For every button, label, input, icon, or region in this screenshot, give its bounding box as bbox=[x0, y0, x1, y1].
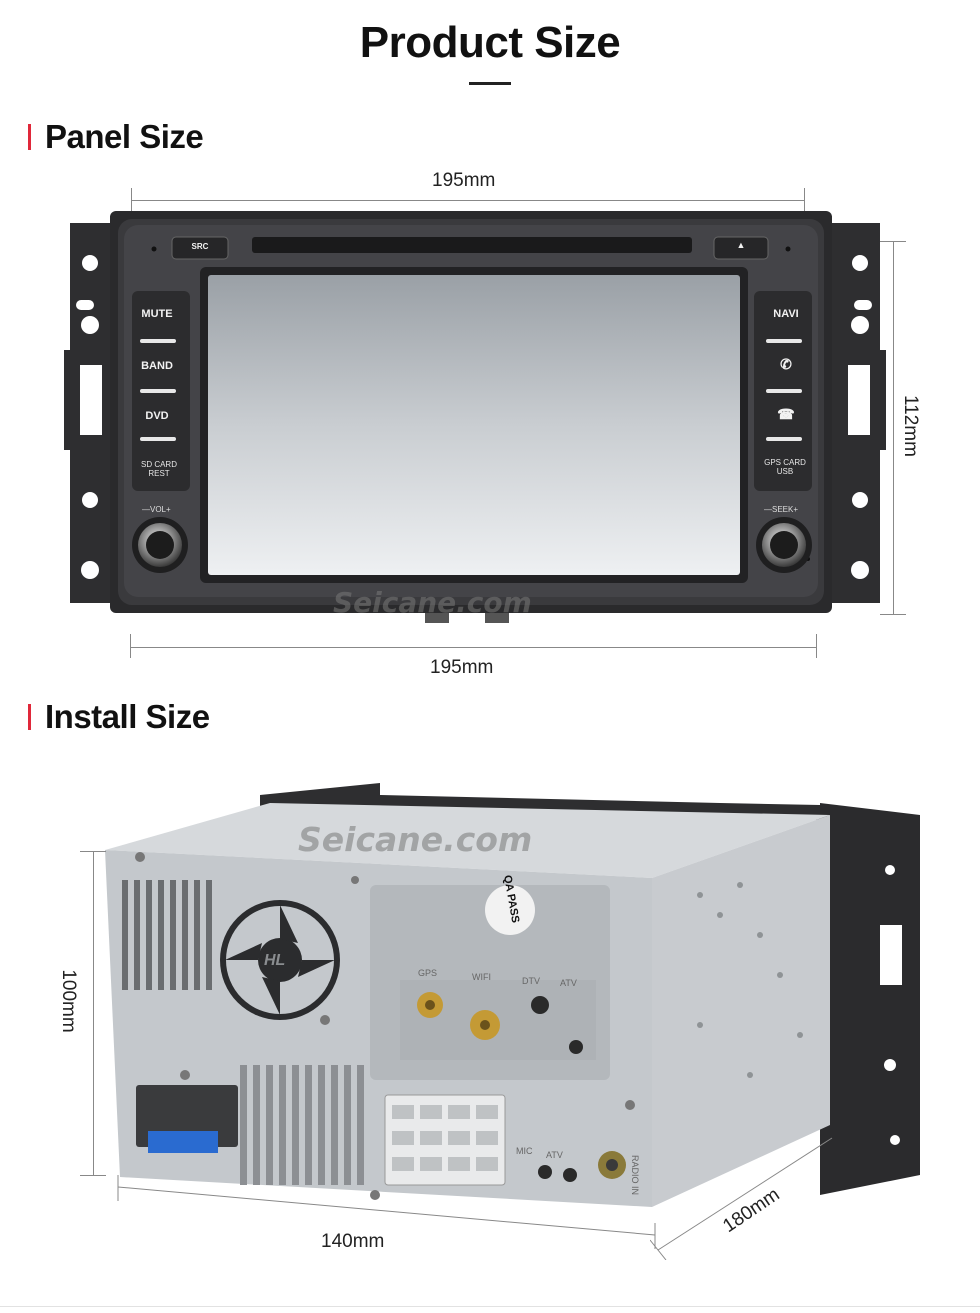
call-answer-icon: ✆ bbox=[780, 356, 792, 372]
chassis-install-illustration bbox=[105, 783, 920, 1207]
dim-tick bbox=[130, 634, 131, 658]
band-button: BAND bbox=[141, 360, 173, 372]
panel-bottom-dimension-line bbox=[130, 647, 816, 648]
eject-icon: ▲ bbox=[736, 240, 746, 250]
sd-card-label: SD CARD bbox=[140, 460, 177, 469]
page-title: Product Size bbox=[359, 18, 621, 67]
dim-tick bbox=[880, 614, 906, 615]
src-button: SRC bbox=[191, 242, 209, 251]
atv-lower-port-label: ATV bbox=[546, 1150, 563, 1160]
bottom-divider bbox=[0, 1306, 980, 1307]
dim-tick bbox=[816, 634, 817, 658]
section-accent-bar bbox=[28, 124, 31, 150]
dim-tick bbox=[80, 1175, 106, 1176]
dim-tick bbox=[804, 188, 805, 212]
mic-port-label: MIC bbox=[516, 1146, 533, 1156]
dim-tick bbox=[880, 241, 906, 242]
seek-knob-label: —SEEK+ bbox=[764, 505, 799, 514]
head-unit-panel-illustration bbox=[64, 211, 886, 623]
wifi-port-label: WIFI bbox=[472, 972, 491, 982]
dvd-button: DVD bbox=[145, 410, 169, 422]
panel-right-dimension-line bbox=[893, 241, 894, 615]
install-height-dimension-line bbox=[93, 851, 94, 1175]
install-width-label: 140mm bbox=[321, 1231, 385, 1252]
dim-tick bbox=[131, 188, 132, 212]
vol-knob-label: —VOL+ bbox=[142, 505, 171, 514]
panel-watermark: Seicane.com bbox=[333, 586, 532, 619]
dtv-port-label: DTV bbox=[522, 976, 540, 986]
panel-size-heading-text: Panel Size bbox=[45, 118, 204, 155]
dim-tick bbox=[80, 851, 106, 852]
panel-top-dimension-line bbox=[131, 200, 805, 201]
fan-logo: HL bbox=[264, 952, 286, 969]
install-width-dimension bbox=[117, 1175, 656, 1249]
panel-top-width-label: 195mm bbox=[432, 170, 496, 191]
mute-button: MUTE bbox=[141, 308, 173, 320]
panel-size-heading: Panel Size bbox=[28, 118, 204, 156]
section-accent-bar bbox=[28, 704, 31, 730]
gps-card-label: GPS CARD bbox=[764, 458, 806, 467]
call-hangup-icon: ☎ bbox=[777, 406, 795, 422]
panel-bottom-width-label: 195mm bbox=[430, 657, 494, 678]
atv-port-label: ATV bbox=[560, 978, 577, 988]
panel-height-label: 112mm bbox=[900, 395, 921, 457]
title-underline bbox=[469, 82, 511, 85]
gps-port-label: GPS bbox=[418, 968, 438, 978]
install-depth-dimension bbox=[650, 1137, 833, 1260]
install-watermark: Seicane.com bbox=[298, 820, 533, 859]
rest-label: REST bbox=[148, 469, 170, 478]
install-size-heading-text: Install Size bbox=[45, 698, 210, 735]
usb-label: USB bbox=[776, 467, 794, 476]
navi-button: NAVI bbox=[773, 308, 799, 320]
install-size-heading: Install Size bbox=[28, 698, 210, 736]
install-height-label: 100mm bbox=[58, 969, 79, 1033]
